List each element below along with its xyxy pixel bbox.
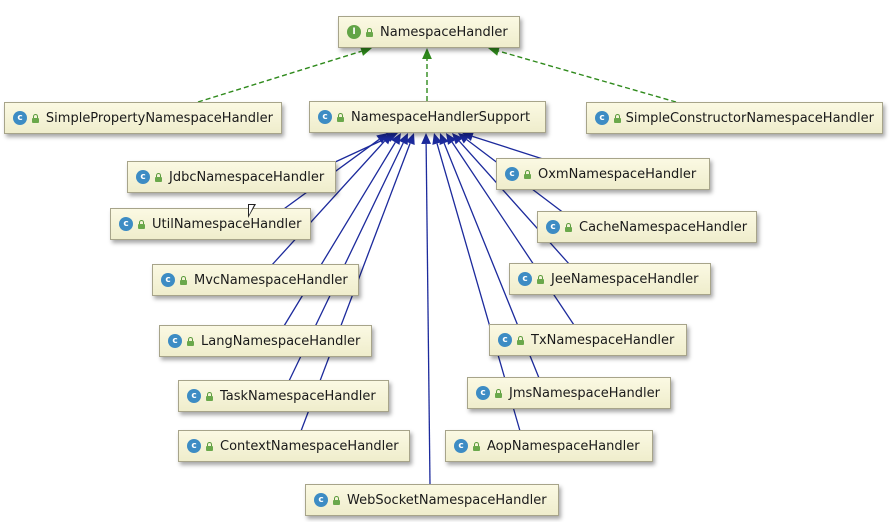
arrowhead [452, 133, 463, 145]
lock-icon [537, 274, 544, 284]
node-label: TaskNamespaceHandler [220, 388, 376, 404]
node-namespacehandler[interactable]: I NamespaceHandler [338, 16, 520, 48]
node-jdbcnamespacehandler[interactable]: c JdbcNamespaceHandler [127, 161, 336, 193]
interface-icon: I [347, 25, 361, 39]
node-label: NamespaceHandlerSupport [351, 109, 531, 125]
node-websocketnamespacehandler[interactable]: c WebSocketNamespaceHandler [305, 484, 559, 516]
arrowhead [446, 133, 457, 145]
class-icon: c [505, 167, 519, 181]
lock-icon [180, 275, 187, 285]
class-icon: c [168, 334, 182, 348]
node-jeenamespacehandler[interactable]: c JeeNamespaceHandler [509, 263, 711, 295]
edge-websocketnamespacehandler-to-namespacehandlersupport [425, 143, 431, 486]
class-icon: c [187, 439, 201, 453]
node-label: MvcNamespaceHandler [194, 272, 348, 288]
node-jmsnamespacehandler[interactable]: c JmsNamespaceHandler [467, 377, 671, 409]
class-icon: c [136, 170, 150, 184]
lock-icon [32, 113, 39, 123]
node-simpleconstructornamespacehandler[interactable]: c SimpleConstructorNamespaceHandler [586, 102, 883, 134]
node-cachenamespacehandler[interactable]: c CacheNamespaceHandler [537, 211, 757, 243]
arrowhead [421, 133, 432, 145]
node-label: JeeNamespaceHandler [551, 271, 699, 287]
lock-icon [366, 27, 373, 37]
node-tasknamespacehandler[interactable]: c TaskNamespaceHandler [178, 380, 389, 412]
node-label: NamespaceHandler [380, 24, 508, 40]
node-label: TxNamespaceHandler [531, 332, 675, 348]
arrowhead [439, 133, 449, 145]
class-icon: c [595, 111, 609, 125]
node-aopnamespacehandler[interactable]: c AopNamespaceHandler [445, 430, 653, 462]
node-label: UtilNamespaceHandler [152, 216, 302, 232]
arrowhead [432, 133, 442, 145]
lock-icon [333, 495, 340, 505]
class-icon: c [187, 389, 201, 403]
arrowhead [398, 133, 408, 145]
node-label: OxmNamespaceHandler [538, 166, 697, 182]
class-icon: c [518, 272, 532, 286]
node-label: SimpleConstructorNamespaceHandler [625, 110, 874, 126]
edge-oxmnamespacehandler-to-namespacehandlersupport [472, 135, 547, 161]
lock-icon [155, 172, 162, 182]
node-label: JmsNamespaceHandler [509, 385, 660, 401]
class-icon: c [161, 273, 175, 287]
node-label: CacheNamespaceHandler [579, 219, 748, 235]
class-icon: c [314, 493, 328, 507]
edge-simpleconstructornamespacehandler-to-namespacehandler [498, 50, 677, 103]
lock-icon [517, 335, 524, 345]
node-txnamespacehandler[interactable]: c TxNamespaceHandler [489, 324, 687, 356]
lock-icon [614, 113, 621, 123]
class-icon: c [318, 110, 332, 124]
arrowhead [381, 133, 392, 145]
class-icon: c [476, 386, 490, 400]
edge-mvcnamespacehandler-to-namespacehandlersupport [270, 140, 386, 267]
node-mvcnamespacehandler[interactable]: c MvcNamespaceHandler [152, 264, 359, 296]
arrowhead [360, 46, 372, 56]
node-label: SimplePropertyNamespaceHandler [45, 110, 273, 126]
node-oxmnamespacehandler[interactable]: c OxmNamespaceHandler [496, 158, 710, 190]
node-simplepropertynamespacehandler[interactable]: c SimplePropertyNamespaceHandler [4, 102, 282, 134]
lock-icon [495, 388, 502, 398]
mouse-cursor-icon [248, 204, 256, 218]
lock-icon [187, 336, 194, 346]
node-contextnamespacehandler[interactable]: c ContextNamespaceHandler [178, 430, 410, 462]
edge-simplepropertynamespacehandler-to-namespacehandler [197, 50, 362, 103]
arrowhead [458, 133, 470, 144]
node-label: ContextNamespaceHandler [220, 438, 399, 454]
lock-icon [565, 222, 572, 232]
lock-icon [473, 441, 480, 451]
class-icon: c [13, 111, 27, 125]
lock-icon [337, 112, 344, 122]
arrowhead [391, 133, 401, 145]
node-namespacehandlersupport[interactable]: c NamespaceHandlerSupport [309, 101, 546, 133]
lock-icon [206, 391, 213, 401]
class-icon: c [546, 220, 560, 234]
edge-jeenamespacehandler-to-namespacehandlersupport [458, 140, 571, 266]
arrowhead [405, 133, 415, 145]
lock-icon [524, 169, 531, 179]
node-label: AopNamespaceHandler [487, 438, 640, 454]
class-icon: c [498, 333, 512, 347]
node-label: JdbcNamespaceHandler [169, 169, 325, 185]
lock-icon [206, 441, 213, 451]
class-icon: c [119, 217, 133, 231]
node-utilnamespacehandler[interactable]: c UtilNamespaceHandler [110, 208, 311, 240]
edge-jdbcnamespacehandler-to-namespacehandlersupport [332, 137, 389, 164]
node-label: WebSocketNamespaceHandler [347, 492, 547, 508]
arrowhead [422, 48, 432, 59]
lock-icon [138, 219, 145, 229]
node-label: LangNamespaceHandler [201, 333, 361, 349]
arrowhead [488, 46, 500, 56]
class-icon: c [454, 439, 468, 453]
node-langnamespacehandler[interactable]: c LangNamespaceHandler [159, 325, 372, 357]
